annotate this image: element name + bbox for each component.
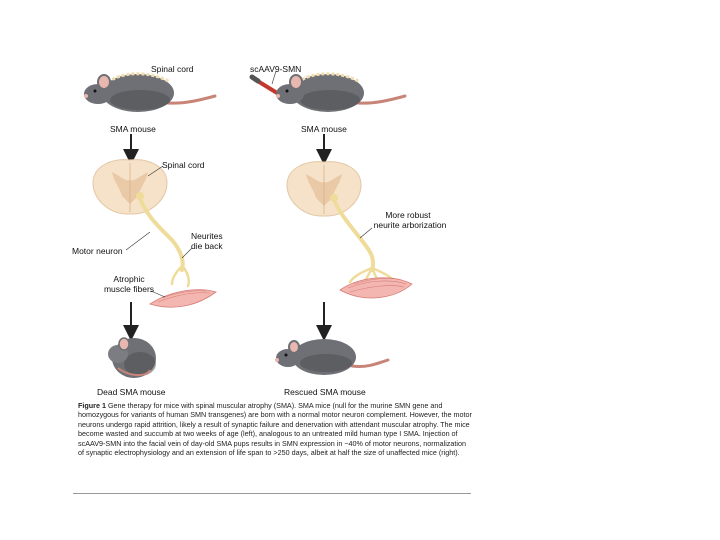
label-spinal-cord-top: Spinal cord (151, 64, 194, 74)
leader-arborization (359, 227, 373, 239)
label-sma-mouse-left: SMA mouse (110, 124, 156, 134)
motor-neuron-right (330, 194, 398, 290)
dead-sma-mouse (108, 337, 156, 378)
atrophic-muscle-fibers (149, 289, 217, 308)
label-arborization-line1: More robust (385, 210, 431, 220)
label-dead-sma-mouse: Dead SMA mouse (97, 387, 166, 397)
leader-motor-neuron (125, 231, 151, 251)
motor-neuron-left (136, 192, 191, 288)
spinal-cord-section-left (92, 159, 168, 215)
label-sma-mouse-right: SMA mouse (301, 124, 347, 134)
leader-neurites (181, 247, 193, 259)
rescued-sma-mouse (275, 339, 390, 375)
leader-spinal-cord-left (147, 165, 164, 177)
spinal-cord-section-right (286, 161, 362, 217)
label-motor-neuron: Motor neuron (72, 246, 123, 256)
sma-mouse-left (84, 72, 217, 112)
label-neurites-line1: Neurites (191, 231, 223, 241)
caption-text: Gene therapy for mice with spinal muscul… (78, 401, 472, 458)
label-spinal-cord-section: Spinal cord (162, 160, 205, 170)
figure-caption: Figure 1 Gene therapy for mice with spin… (78, 401, 472, 457)
caption-rule (73, 493, 471, 494)
label-rescued-sma-mouse: Rescued SMA mouse (284, 387, 366, 397)
label-scaav9-smn: scAAV9-SMN (250, 64, 302, 74)
label-atrophic-line2: muscle fibers (103, 284, 155, 294)
label-arborization-line2: neurite arborization (373, 220, 447, 230)
label-atrophic-line1: Atrophic (113, 274, 145, 284)
leader-atrophic (150, 290, 166, 298)
sma-mouse-right (276, 72, 407, 112)
leader-vector (271, 70, 277, 85)
caption-label: Figure 1 (78, 401, 106, 410)
muscle-fibers-right (339, 277, 413, 299)
label-neurites-line2: die back (191, 241, 223, 251)
